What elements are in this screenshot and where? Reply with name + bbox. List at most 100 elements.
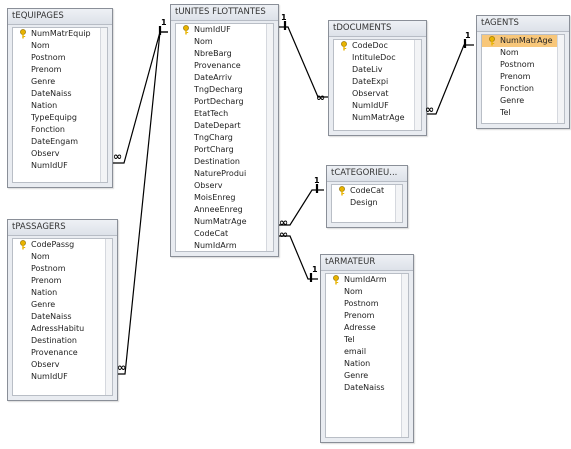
field[interactable]: AnneeEnreg <box>176 204 273 216</box>
field[interactable]: Nom <box>482 47 564 59</box>
field[interactable]: Observat <box>334 88 421 100</box>
field[interactable]: MoisEnreg <box>176 192 273 204</box>
field[interactable]: Genre <box>482 95 564 107</box>
field[interactable]: TypeEquipg <box>13 112 107 124</box>
field-list[interactable]: NumIdArm Nom Postnom Prenom Adresse Tel … <box>325 273 409 438</box>
scrollbar[interactable] <box>266 24 273 251</box>
field[interactable]: Genre <box>13 299 112 311</box>
field[interactable]: Provenance <box>176 60 273 72</box>
field[interactable]: Nation <box>13 287 112 299</box>
field[interactable]: TngCharg <box>176 132 273 144</box>
field[interactable]: DateDepart <box>176 120 273 132</box>
field[interactable]: Nom <box>176 36 273 48</box>
field-name: NumMatrAge <box>500 36 553 45</box>
field[interactable]: NumMatrAge <box>334 112 421 124</box>
field-pk[interactable]: NumMatrEquip <box>13 28 107 40</box>
scrollbar[interactable] <box>100 28 107 182</box>
field[interactable]: DateLiv <box>334 64 421 76</box>
field[interactable]: Tel <box>326 334 408 346</box>
field-pk-selected[interactable]: NumMatrAge <box>482 35 564 47</box>
scrollbar[interactable] <box>105 239 112 395</box>
field-pk[interactable]: CodeDoc <box>334 40 421 52</box>
field-pk[interactable]: NumIdArm <box>326 274 408 286</box>
field-name: Prenom <box>500 72 531 81</box>
field[interactable]: Postnom <box>482 59 564 71</box>
field-pk[interactable]: NumIdUF <box>176 24 273 36</box>
field[interactable]: NumIdUF <box>334 100 421 112</box>
field-list[interactable]: NumIdUF Nom NbreBarg Provenance DateArri… <box>175 23 274 252</box>
field[interactable]: Nom <box>13 251 112 263</box>
field[interactable]: NumIdUF <box>13 371 112 383</box>
table-title[interactable]: tARMATEUR <box>321 255 413 271</box>
field[interactable]: Nation <box>326 358 408 370</box>
field[interactable]: DateNaiss <box>13 88 107 100</box>
field[interactable]: Adresse <box>326 322 408 334</box>
table-title[interactable]: tUNITES FLOTTANTES <box>171 5 278 21</box>
field-list[interactable]: CodeCat Design <box>331 184 403 223</box>
field[interactable]: PortCharg <box>176 144 273 156</box>
field[interactable]: Prenom <box>13 64 107 76</box>
field-list[interactable]: NumMatrEquip Nom Postnom Prenom Genre Da… <box>12 27 108 183</box>
field[interactable]: AdressHabitu <box>13 323 112 335</box>
field[interactable]: email <box>326 346 408 358</box>
scrollbar[interactable] <box>557 35 564 123</box>
field[interactable]: DateNaiss <box>13 311 112 323</box>
field[interactable]: NumIdUF <box>13 160 107 172</box>
table-title[interactable]: tAGENTS <box>477 16 569 32</box>
field[interactable]: Destination <box>13 335 112 347</box>
field[interactable]: NumMatrAge <box>176 216 273 228</box>
table-title[interactable]: tPASSAGERS <box>8 220 117 236</box>
scrollbar[interactable] <box>414 40 421 130</box>
field-list[interactable]: CodePassg Nom Postnom Prenom Nation Genr… <box>12 238 113 396</box>
field[interactable]: Design <box>332 197 402 209</box>
field[interactable]: Postnom <box>326 298 408 310</box>
field-list[interactable]: CodeDoc IntituleDoc DateLiv DateExpi Obs… <box>333 39 422 131</box>
field[interactable]: NbreBarg <box>176 48 273 60</box>
field[interactable]: Observ <box>176 180 273 192</box>
table-equipages[interactable]: tEQUIPAGES NumMatrEquip Nom Postnom Pren… <box>7 8 113 188</box>
field[interactable]: IntituleDoc <box>334 52 421 64</box>
field-pk[interactable]: CodeCat <box>332 185 402 197</box>
field[interactable]: PortDecharg <box>176 96 273 108</box>
field[interactable]: Fonction <box>482 83 564 95</box>
field[interactable]: Destination <box>176 156 273 168</box>
table-agents[interactable]: tAGENTS NumMatrAge Nom Postnom Prenom Fo… <box>476 15 570 129</box>
field[interactable]: DateEngam <box>13 136 107 148</box>
field[interactable]: EtatTech <box>176 108 273 120</box>
table-title[interactable]: tEQUIPAGES <box>8 9 112 25</box>
table-documents[interactable]: tDOCUMENTS CodeDoc IntituleDoc DateLiv D… <box>328 20 427 136</box>
field-list[interactable]: NumMatrAge Nom Postnom Prenom Fonction G… <box>481 34 565 124</box>
table-title[interactable]: tCATEGORIEU... <box>327 166 407 182</box>
field-name: CodeCat <box>350 186 385 195</box>
table-armateur[interactable]: tARMATEUR NumIdArm Nom Postnom Prenom Ad… <box>320 254 414 443</box>
table-categorie[interactable]: tCATEGORIEU... CodeCat Design <box>326 165 408 228</box>
field[interactable]: Tel <box>482 107 564 119</box>
field[interactable]: Prenom <box>326 310 408 322</box>
table-title[interactable]: tDOCUMENTS <box>329 21 426 37</box>
field[interactable]: Nation <box>13 100 107 112</box>
table-passagers[interactable]: tPASSAGERS CodePassg Nom Postnom Prenom … <box>7 219 118 401</box>
field[interactable]: NumIdArm <box>176 240 273 251</box>
field[interactable]: TngDecharg <box>176 84 273 96</box>
field[interactable]: DateArriv <box>176 72 273 84</box>
field[interactable]: NatureProdui <box>176 168 273 180</box>
table-unites-flottantes[interactable]: tUNITES FLOTTANTES NumIdUF Nom NbreBarg … <box>170 4 279 257</box>
field[interactable]: Nom <box>13 40 107 52</box>
field[interactable]: Provenance <box>13 347 112 359</box>
field[interactable]: CodeCat <box>176 228 273 240</box>
field[interactable]: Prenom <box>482 71 564 83</box>
scrollbar[interactable] <box>401 274 408 437</box>
field[interactable]: Prenom <box>13 275 112 287</box>
field[interactable]: Observ <box>13 148 107 160</box>
field[interactable]: DateExpi <box>334 76 421 88</box>
field[interactable]: Genre <box>13 76 107 88</box>
field[interactable]: Postnom <box>13 263 112 275</box>
field[interactable]: Nom <box>326 286 408 298</box>
scrollbar[interactable] <box>395 185 402 222</box>
field[interactable]: Observ <box>13 359 112 371</box>
field[interactable]: Genre <box>326 370 408 382</box>
field[interactable]: DateNaiss <box>326 382 408 394</box>
field-pk[interactable]: CodePassg <box>13 239 112 251</box>
field[interactable]: Fonction <box>13 124 107 136</box>
field[interactable]: Postnom <box>13 52 107 64</box>
